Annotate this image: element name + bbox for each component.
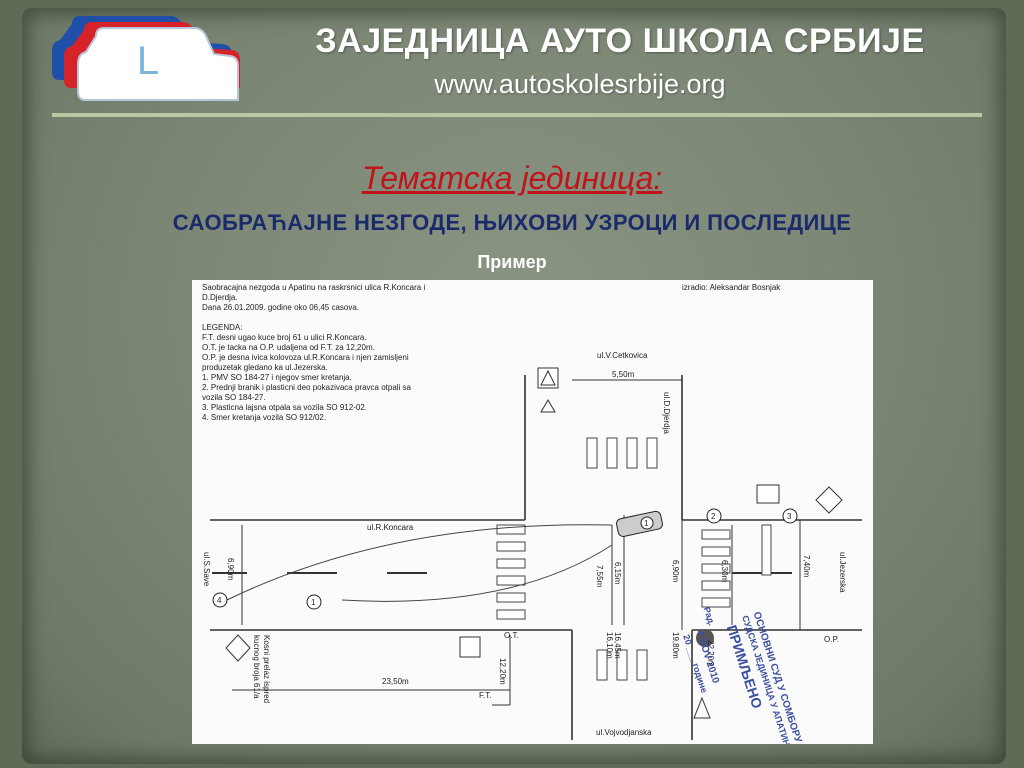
sketch-header-line: Dana 26.01.2009. godine oko 06,45 casova… — [202, 303, 359, 312]
point-label: F.T. — [479, 691, 491, 700]
street-label: ul.Vojvodjanska — [596, 728, 652, 737]
sketch-header-line: D.Djerdja. — [202, 293, 238, 302]
point-label: O.T. — [504, 631, 519, 640]
topic-label: Тематска јединица: — [361, 160, 663, 196]
marker-label: 1 — [311, 598, 316, 607]
accident-sketch: Saobracajna nezgoda u Apatinu na raskrsn… — [192, 280, 873, 744]
measure-label: 12,20m — [498, 658, 507, 685]
stamp-line: Рад. — [702, 606, 717, 627]
legend-line: 2. Prednji branik i plasticni deo pokazi… — [202, 383, 412, 392]
marker-label: 1 — [644, 519, 649, 528]
legend-line: O.T. je tacka na O.P. udaljena od F.T. z… — [202, 343, 375, 352]
logo-letter: L — [137, 39, 159, 83]
legend-line: produzetak gledano ka ul.Jezerska. — [202, 363, 328, 372]
example-label: Пример — [477, 252, 547, 272]
marker-label: 3 — [787, 512, 792, 521]
legend-line: 1. PMV SO 184-27 i njegov smer kretanja. — [202, 373, 352, 382]
traffic-signs — [225, 367, 843, 719]
org-title: ЗАЈЕДНИЦА АУТО ШКОЛА СРБИЈЕ — [315, 22, 925, 60]
measure-label: 23,50m — [382, 677, 409, 686]
legend-line: O.P. je desna ivica kolovoza ul.R.Koncar… — [202, 353, 409, 362]
crossing-note: kucnog broja 61/a — [252, 635, 261, 699]
point-label: O.P. — [824, 635, 839, 644]
topic-title: САОБРАЋАЈНЕ НЕЗГОДЕ, ЊИХОВИ УЗРОЦИ И ПОС… — [172, 210, 852, 235]
crossing-note: Kosni prelaz ispred — [262, 635, 271, 703]
vehicle-trajectories — [226, 524, 613, 602]
header-divider — [52, 113, 982, 117]
legend-title: LEGENDA: — [202, 323, 242, 332]
measure-label: 16,10m — [605, 632, 614, 659]
vehicle-icon: 1 — [616, 510, 663, 537]
street-label: ul.D.Djerdja — [662, 392, 671, 434]
measure-label: 5,50m — [612, 370, 635, 379]
measure-label: 6,90m — [226, 558, 235, 581]
sketch-author: izradio: Aleksandar Bosnjak — [682, 283, 781, 292]
legend-line: 4. Smer kretanja vozila SO 912/02. — [202, 413, 326, 422]
legend-line: F.T. desni ugao kuce broj 61 u ulici R.K… — [202, 333, 367, 342]
street-label: ul.S.Save — [202, 552, 211, 587]
position-markers — [212, 508, 798, 610]
measure-label: 7,55m — [595, 565, 604, 588]
legend-line: vozila SO 184-27. — [202, 393, 266, 402]
autoschool-logo: L — [52, 16, 240, 101]
pedestrian-crossings — [496, 437, 772, 681]
marker-label: 2 — [711, 512, 716, 521]
measure-label: 19,80m — [671, 632, 680, 659]
measure-label: 6,15m — [613, 562, 622, 585]
measure-label: 7,40m — [802, 555, 811, 578]
org-url: www.autoskolesrbije.org — [434, 69, 726, 99]
street-label: ul.R.Koncara — [367, 523, 414, 532]
legend-line: 3. Plasticna lajsna otpala sa vozila SO … — [202, 403, 367, 412]
marker-label: 4 — [217, 596, 222, 605]
street-label: ul.Jezerska — [838, 552, 847, 593]
measure-label: 6,30m — [720, 560, 729, 583]
sketch-header-line: Saobracajna nezgoda u Apatinu na raskrsn… — [202, 283, 425, 292]
street-label: ul.V.Cetkovica — [597, 351, 648, 360]
measure-label: 16,45m — [613, 632, 622, 659]
court-stamp: ОСНОВНИ СУД У СОМБОРУ СУДСКА ЈЕДИНИЦА У … — [681, 606, 803, 744]
measure-label: 22,20m — [706, 640, 715, 667]
measurement-lines — [232, 379, 801, 706]
measure-label: 6,90m — [671, 560, 680, 583]
